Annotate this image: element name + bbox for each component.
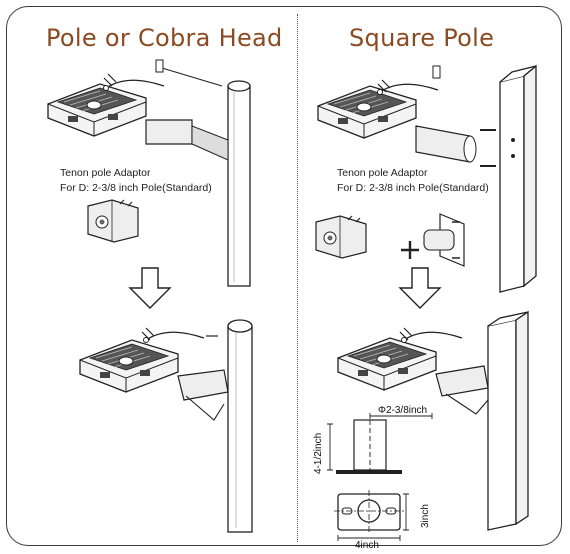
left-cobra-arm bbox=[145, 119, 229, 161]
left-panel-title: Pole or Cobra Head bbox=[46, 24, 283, 52]
right-square-pole-assembled bbox=[487, 310, 529, 531]
right-square-pole bbox=[499, 64, 537, 293]
right-panel-title: Square Pole bbox=[349, 24, 495, 52]
left-tenon-adaptor bbox=[87, 199, 139, 243]
pipe-diameter-label: Φ2-3/8inch bbox=[378, 405, 428, 416]
right-sensor-wire bbox=[376, 65, 441, 96]
left-round-pole bbox=[227, 80, 251, 287]
right-pipe-arm bbox=[415, 125, 496, 167]
right-pipe-mount-plate bbox=[423, 213, 465, 267]
left-adaptor-label: Tenon pole Adaptor bbox=[60, 167, 151, 179]
right-pipe-arm-assembled bbox=[435, 365, 489, 415]
left-fixture-assembled bbox=[79, 339, 179, 393]
right-adaptor-label: Tenon pole Adaptor bbox=[337, 167, 428, 179]
down-arrow-icon-right bbox=[399, 267, 441, 309]
right-fixture-top bbox=[317, 85, 417, 139]
left-round-pole-assembled bbox=[227, 319, 253, 533]
plate-width-label: 4inch bbox=[355, 540, 379, 551]
pipe-dimension-drawing bbox=[327, 413, 433, 474]
left-adaptor-spec: For D: 2-3/8 inch Pole(Standard) bbox=[60, 182, 212, 194]
right-tenon-adaptor bbox=[315, 215, 367, 259]
plus-icon bbox=[401, 241, 419, 259]
down-arrow-icon bbox=[129, 267, 171, 309]
plate-dimension-drawing bbox=[334, 490, 409, 541]
right-fixture-assembled bbox=[337, 337, 437, 391]
right-adaptor-spec: For D: 2-3/8 inch Pole(Standard) bbox=[337, 182, 489, 194]
left-sensor-wire bbox=[102, 59, 223, 92]
outer-frame bbox=[6, 6, 562, 546]
right-sensor-wire-assembled bbox=[399, 327, 463, 344]
left-sensor-wire-assembled bbox=[141, 327, 218, 344]
panel-divider bbox=[297, 14, 298, 542]
left-fixture-top bbox=[47, 83, 147, 137]
left-cobra-arm-assembled bbox=[177, 369, 229, 421]
